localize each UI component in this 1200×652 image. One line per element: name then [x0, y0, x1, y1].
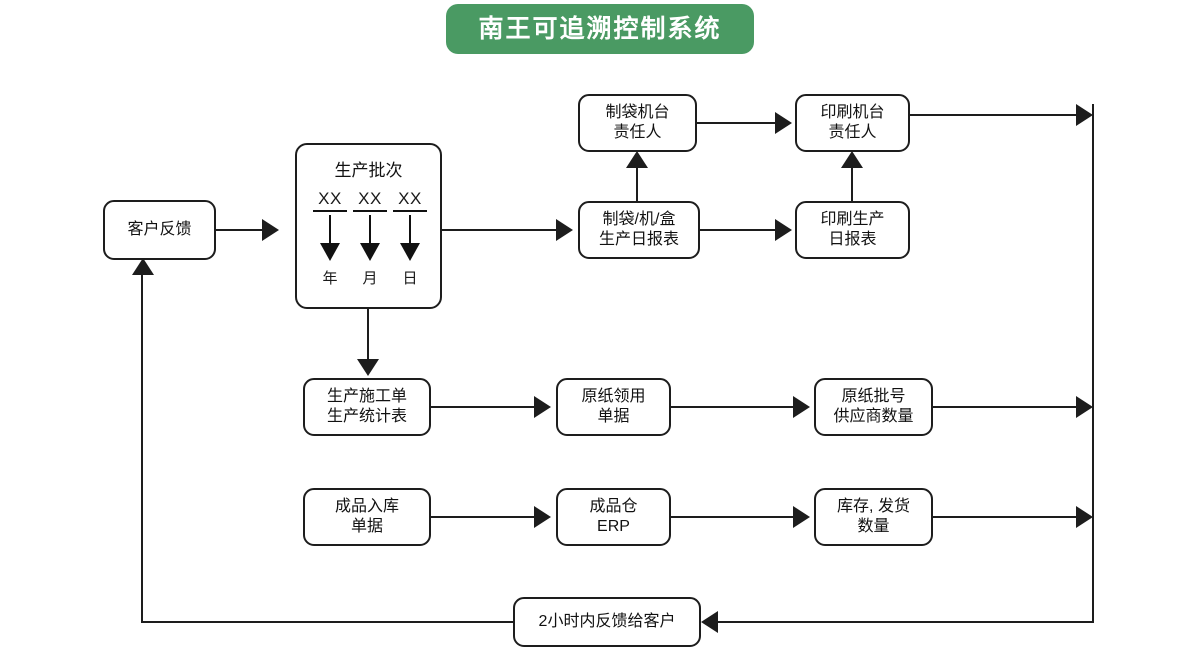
- node-production-batch[interactable]: 生产批次 XX 年 XX 月 XX 日: [295, 143, 442, 309]
- node-customer-feedback-line1: 客户反馈: [127, 220, 192, 238]
- arrow-right-icon: [534, 396, 551, 418]
- batch-day-value: XX: [393, 189, 427, 212]
- arrow-right-icon: [534, 506, 551, 528]
- node-finished-goods-receipt-line1: 成品入库: [334, 497, 399, 515]
- arrow-right-icon: [775, 112, 792, 134]
- connector-printing-report-to-operator: [851, 163, 853, 203]
- node-bagmaking-daily-report[interactable]: 制袋/机/盒 生产日报表: [578, 201, 700, 259]
- connector-bagmaking-report-to-operator: [636, 163, 638, 203]
- arrow-right-icon: [556, 219, 573, 241]
- node-paper-batch-supplier-line1: 原纸批号: [841, 387, 906, 405]
- node-production-work-order[interactable]: 生产施工单 生产统计表: [303, 378, 431, 436]
- arrow-right-icon: [793, 506, 810, 528]
- arrow-right-icon: [775, 219, 792, 241]
- batch-column-year: XX 年: [313, 189, 347, 287]
- node-finished-goods-erp-line1: 成品仓: [589, 497, 638, 515]
- batch-month-connector: [369, 215, 371, 245]
- page-title: 南王可追溯控制系统: [446, 4, 754, 54]
- arrow-right-icon: [1076, 506, 1093, 528]
- connector-work-order-to-paper-requisition: [431, 406, 536, 408]
- node-finished-goods-receipt-line2: 单据: [350, 518, 383, 535]
- connector-printing-operator-to-trunk: [910, 114, 1076, 116]
- batch-year-unit: 年: [322, 270, 338, 287]
- node-bagmaking-operator-line2: 责任人: [613, 124, 662, 141]
- node-feedback-within-2-hours[interactable]: 2小时内反馈给客户: [513, 597, 701, 647]
- connector-supplier-to-trunk: [933, 406, 1076, 408]
- arrow-up-icon: [132, 258, 154, 275]
- arrow-right-icon: [1076, 396, 1093, 418]
- connector-feedback-2h-to-left-return: [141, 621, 513, 623]
- node-paper-batch-supplier-line2: 供应商数量: [833, 408, 914, 425]
- batch-column-month: XX 月: [353, 189, 387, 287]
- node-stock-shipment-line2: 数量: [857, 518, 890, 535]
- batch-day-unit: 日: [402, 270, 418, 287]
- node-paper-requisition[interactable]: 原纸领用 单据: [556, 378, 671, 436]
- node-production-work-order-line2: 生产统计表: [326, 408, 407, 425]
- batch-day-connector: [409, 215, 411, 245]
- connector-right-trunk: [1092, 104, 1094, 623]
- node-paper-batch-supplier[interactable]: 原纸批号 供应商数量: [814, 378, 933, 436]
- node-stock-shipment-line1: 库存, 发货: [837, 497, 910, 515]
- node-bagmaking-daily-report-line1: 制袋/机/盒: [602, 210, 676, 228]
- arrow-down-icon: [357, 359, 379, 376]
- node-printing-operator-line1: 印刷机台: [820, 103, 885, 121]
- connector-erp-to-stock-shipment: [671, 516, 795, 518]
- node-printing-operator-line2: 责任人: [828, 124, 877, 141]
- arrow-left-icon: [701, 611, 718, 633]
- arrow-up-icon: [841, 151, 863, 168]
- node-printing-daily-report-line1: 印刷生产: [820, 210, 885, 228]
- connector-batch-to-work-order: [367, 309, 369, 361]
- connector-bagmaking-report-to-printing-report: [700, 229, 777, 231]
- node-finished-goods-receipt[interactable]: 成品入库 单据: [303, 488, 431, 546]
- node-printing-daily-report-line2: 日报表: [828, 231, 877, 248]
- node-production-batch-title: 生产批次: [334, 161, 403, 180]
- arrow-right-icon: [793, 396, 810, 418]
- node-paper-requisition-line1: 原纸领用: [581, 387, 646, 405]
- connector-bagmaking-operator-to-printing-operator: [697, 122, 777, 124]
- node-bagmaking-operator-line1: 制袋机台: [605, 103, 670, 121]
- node-feedback-within-2-hours-label: 2小时内反馈给客户: [538, 612, 676, 630]
- node-printing-daily-report[interactable]: 印刷生产 日报表: [795, 201, 910, 259]
- node-production-work-order-line1: 生产施工单: [326, 387, 407, 405]
- batch-month-unit: 月: [362, 270, 378, 287]
- arrow-right-icon: [262, 219, 279, 241]
- arrow-right-icon: [1076, 104, 1093, 126]
- batch-column-day: XX 日: [393, 189, 427, 287]
- connector-receipt-to-erp: [431, 516, 536, 518]
- connector-left-return-trunk: [141, 272, 143, 623]
- connector-paper-requisition-to-supplier: [671, 406, 795, 408]
- connector-stock-shipment-to-trunk: [933, 516, 1076, 518]
- node-paper-requisition-line2: 单据: [597, 408, 630, 425]
- batch-columns: XX 年 XX 月 XX 日: [297, 189, 440, 291]
- node-finished-goods-erp-line2: ERP: [597, 518, 630, 535]
- batch-month-value: XX: [353, 189, 387, 212]
- connector-batch-to-bagmaking-report: [442, 229, 558, 231]
- node-stock-shipment[interactable]: 库存, 发货 数量: [814, 488, 933, 546]
- batch-year-connector: [329, 215, 331, 245]
- arrow-up-icon: [626, 151, 648, 168]
- node-bagmaking-operator[interactable]: 制袋机台 责任人: [578, 94, 697, 152]
- batch-year-value: XX: [313, 189, 347, 212]
- arrow-down-icon: [360, 243, 380, 261]
- page-title-text: 南王可追溯控制系统: [478, 14, 722, 43]
- arrow-down-icon: [400, 243, 420, 261]
- node-printing-operator[interactable]: 印刷机台 责任人: [795, 94, 910, 152]
- node-finished-goods-erp[interactable]: 成品仓 ERP: [556, 488, 671, 546]
- connector-trunk-to-feedback-2h: [718, 621, 1094, 623]
- connector-feedback-to-batch: [216, 229, 266, 231]
- node-bagmaking-daily-report-line2: 生产日报表: [598, 231, 679, 248]
- arrow-down-icon: [320, 243, 340, 261]
- node-customer-feedback[interactable]: 客户反馈: [103, 200, 216, 260]
